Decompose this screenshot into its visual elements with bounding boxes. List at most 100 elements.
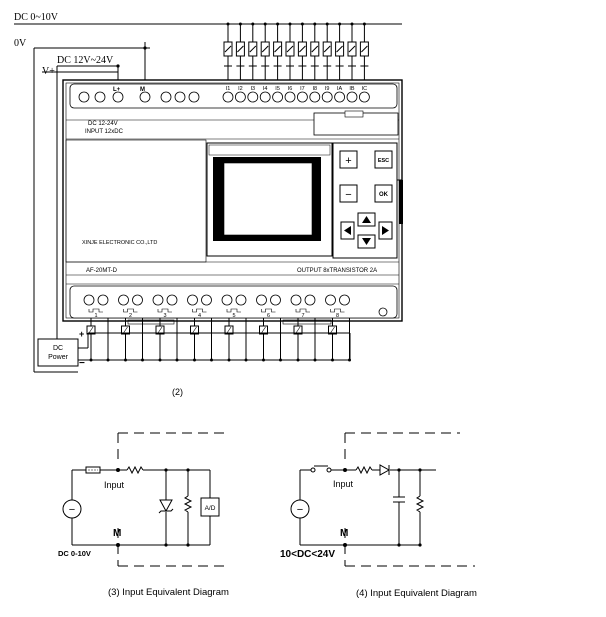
junction-dot — [263, 22, 267, 26]
fig4-input-label: Input — [333, 479, 354, 489]
arrow-left-icon — [344, 226, 351, 235]
plus-key[interactable] — [339, 150, 358, 169]
dc-power-supply — [37, 333, 350, 367]
output-terminal-label: 4 — [198, 313, 201, 319]
junction-dot — [350, 22, 354, 26]
zero-v-label: 0V — [14, 38, 27, 49]
output-terminal-label: 3 — [163, 313, 166, 319]
power-rails — [14, 23, 402, 373]
input-terminal-label: IA — [337, 86, 343, 92]
ok-key[interactable] — [374, 184, 393, 203]
output-screw — [325, 294, 336, 306]
output-screw — [290, 294, 302, 306]
dc-12-24v-label: DC 12V~24V — [57, 55, 114, 66]
terminal-screw — [296, 91, 308, 103]
esc-key-label: ESC — [378, 158, 389, 164]
output-terminal-screws — [83, 294, 350, 313]
plus-key-label: + — [345, 155, 351, 167]
input-terminal-label: I1 — [226, 86, 231, 92]
output-contact-symbol — [261, 308, 276, 313]
fig3-input-label: Input — [104, 480, 125, 490]
output-screw — [83, 294, 95, 306]
switch-blade — [237, 45, 244, 53]
terminal-screw — [188, 91, 200, 103]
switch-blade — [299, 45, 306, 53]
output-screw — [132, 294, 143, 306]
esc-key[interactable] — [374, 150, 393, 169]
terminal-l-plus: L+ — [113, 87, 121, 93]
terminal-screw — [272, 91, 284, 103]
input-terminal-label: IC — [362, 86, 368, 92]
ok-key-label: OK — [379, 192, 389, 198]
input-terminal-label: I2 — [238, 86, 243, 92]
plc-input-spec-1: DC 12-24V — [88, 121, 118, 127]
input-terminal-label: I7 — [300, 86, 305, 92]
input-terminal-label: I9 — [325, 86, 330, 92]
terminal-screw — [334, 91, 346, 103]
output-terminal-label: 2 — [129, 313, 132, 319]
output-contact-symbol — [330, 308, 345, 313]
junction-dot — [362, 22, 366, 26]
arrow-up-icon — [362, 216, 371, 223]
switch-blade — [224, 45, 232, 53]
terminal-screw — [112, 91, 124, 103]
terminal-screw — [247, 91, 259, 103]
source-minus-4: − — [297, 504, 303, 516]
dc-power-label-2: Power — [48, 354, 69, 361]
ad-label: A/D — [205, 505, 216, 512]
output-contact-symbol — [226, 308, 241, 313]
output-screw — [118, 294, 129, 306]
output-screw — [270, 294, 281, 306]
arrow-right-icon — [382, 226, 389, 235]
input-equivalent-diagram-3 — [71, 432, 230, 567]
junction-dot — [313, 22, 317, 26]
terminal-screw — [309, 91, 321, 103]
junction-dot — [276, 22, 280, 26]
output-contact-symbol — [88, 308, 103, 313]
terminal-screw — [160, 91, 172, 103]
switch-blade — [361, 45, 368, 53]
minus-key[interactable] — [339, 184, 358, 203]
source-minus-3: − — [69, 504, 75, 516]
dc-0-10v-label: DC 0~10V — [14, 12, 59, 23]
figure-4-caption: (4) Input Equivalent Diagram — [356, 588, 477, 599]
dc-plus-sign: + — [79, 329, 84, 339]
v-plus-label: V+ — [42, 66, 55, 77]
diode-icon — [379, 464, 391, 476]
arrow-down-icon — [362, 238, 371, 245]
switch-blade — [336, 45, 343, 53]
minus-key-label: − — [345, 189, 351, 201]
fig4-m-label: M — [340, 528, 348, 539]
output-screw — [201, 294, 212, 306]
output-terminal-label: 6 — [267, 313, 270, 319]
terminal-screw — [346, 91, 358, 103]
voltage-source-icon-4 — [290, 499, 310, 519]
output-terminal-label: 5 — [232, 313, 235, 319]
terminal-screw — [284, 91, 296, 103]
output-terminal-label: 8 — [336, 313, 339, 319]
output-terminal-label: 1 — [94, 313, 97, 319]
output-screw — [166, 294, 178, 306]
output-screw — [339, 294, 350, 306]
figure-2-caption: (2) — [172, 387, 183, 397]
junction-dot — [338, 22, 342, 26]
junction-dot — [300, 22, 304, 26]
output-screw — [304, 294, 316, 306]
output-screw — [221, 294, 233, 306]
input-equivalent-diagram-4 — [299, 432, 475, 567]
dc-power-label-1: DC — [53, 345, 63, 352]
input-terminal-label: I4 — [263, 86, 268, 92]
terminal-screw — [222, 91, 234, 103]
junction-dot — [288, 22, 292, 26]
fig3-m-label: M — [113, 528, 121, 539]
output-screw — [235, 294, 247, 306]
terminal-screw — [259, 91, 271, 103]
terminal-screw — [94, 91, 106, 103]
switch-blade — [348, 45, 356, 53]
terminal-screw — [174, 91, 186, 103]
terminal-screw — [78, 91, 90, 103]
input-terminal-label: I5 — [275, 86, 280, 92]
